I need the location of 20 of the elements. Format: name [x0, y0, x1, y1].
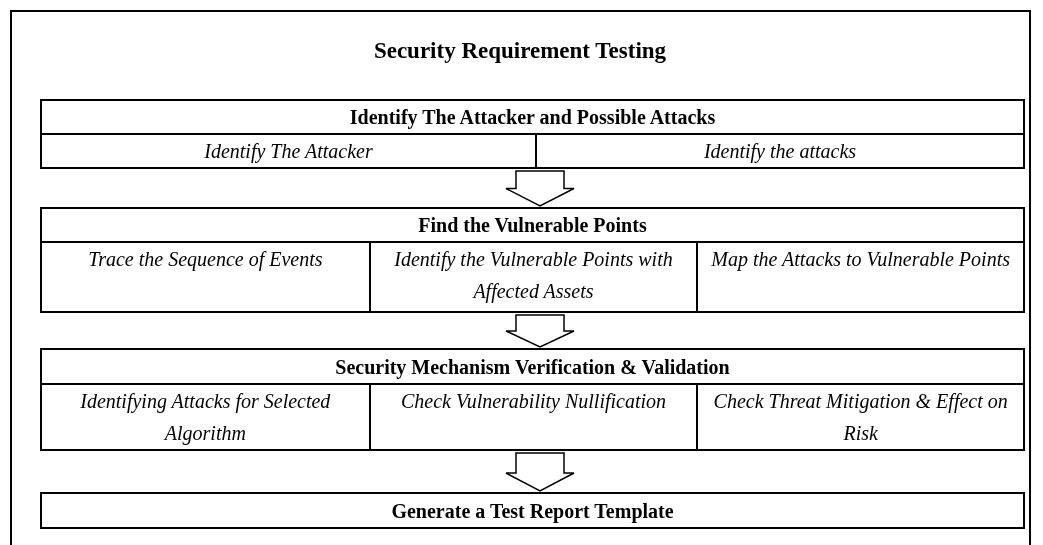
section-heading: Find the Vulnerable Points	[42, 209, 1023, 243]
task-cell: Identify The Attacker	[42, 135, 535, 167]
section-box	[40, 99, 1025, 169]
task-cell: Identify the attacks	[535, 135, 1023, 167]
task-cell: Check Threat Mitigation & Effect on Risk	[696, 385, 1023, 449]
block-arrow	[505, 452, 575, 492]
block-arrow	[505, 314, 575, 348]
block-arrow	[505, 170, 575, 207]
section-heading: Generate a Test Report Template	[390, 498, 675, 525]
task-cell: Identify the Vulnerable Points with Affected Assets	[368, 243, 697, 311]
section-heading: Identify The Attacker and Possible Attacks	[42, 101, 1023, 135]
task-cell: Trace the Sequence of Events	[42, 243, 369, 311]
section-box	[40, 348, 1025, 451]
task-cell: Check Vulnerability Nullification	[368, 385, 697, 449]
section-box	[40, 207, 1025, 313]
section-box	[40, 492, 1025, 529]
diagram-title: Security Requirement Testing	[372, 37, 668, 65]
task-cell: Map the Attacks to Vulnerable Points	[696, 243, 1023, 311]
section-heading: Security Mechanism Verification & Validation	[42, 350, 1023, 385]
task-cell: Identifying Attacks for Selected Algorithm	[42, 385, 369, 449]
